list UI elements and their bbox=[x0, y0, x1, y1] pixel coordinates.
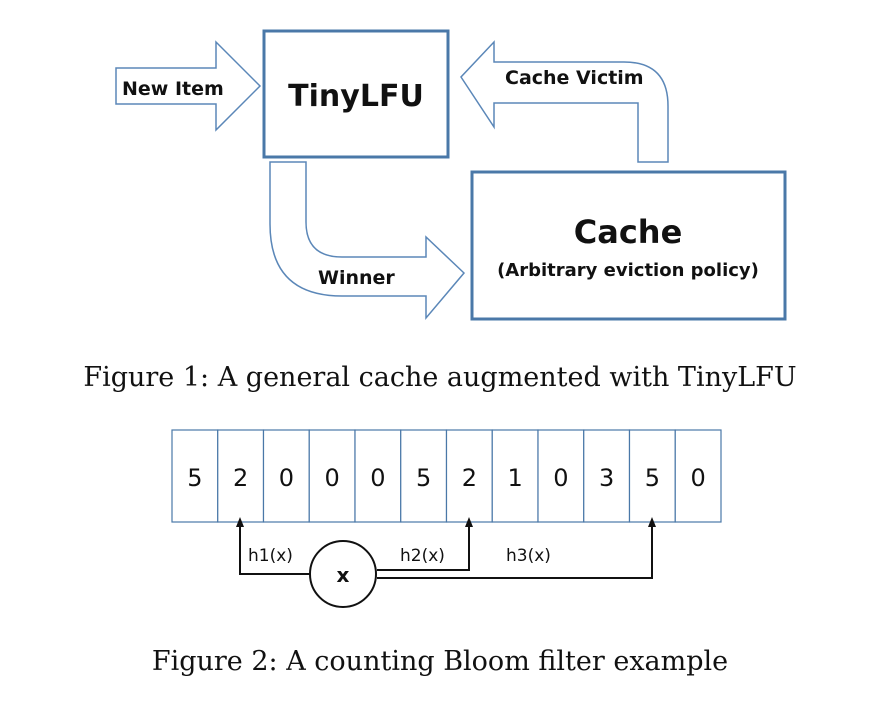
figure2: 5 2 0 0 0 5 2 1 0 3 5 0 x h1(x) h2(x) h3(x) bbox=[171, 429, 722, 608]
counter-value: 0 bbox=[324, 464, 339, 492]
h3-connector bbox=[377, 524, 653, 579]
counter-value: 5 bbox=[187, 464, 202, 492]
new-item-arrow bbox=[115, 40, 262, 132]
counter-cell bbox=[491, 429, 539, 523]
counter-cell bbox=[171, 429, 219, 523]
counter-array: 5 2 0 0 0 5 2 1 0 3 5 0 bbox=[171, 429, 722, 523]
cache-box bbox=[470, 170, 787, 321]
counter-cell bbox=[354, 429, 402, 523]
cache-subtitle: (Arbitrary eviction policy) bbox=[497, 260, 759, 281]
counter-cell bbox=[400, 429, 448, 523]
h1-connector bbox=[239, 524, 311, 575]
item-node bbox=[309, 540, 377, 608]
counter-cell bbox=[583, 429, 631, 523]
counter-value: 1 bbox=[507, 464, 522, 492]
counter-cell bbox=[217, 429, 265, 523]
cache-title: Cache bbox=[574, 213, 683, 251]
counter-cell bbox=[674, 429, 722, 523]
figure2-caption: Figure 2: A counting Bloom filter exampl… bbox=[151, 646, 729, 677]
winner-label: Winner bbox=[318, 267, 395, 289]
h1-arrowhead bbox=[236, 517, 244, 527]
h3-arrowhead bbox=[648, 517, 656, 527]
h2-arrowhead bbox=[465, 517, 473, 527]
winner-arrow bbox=[269, 161, 466, 321]
counter-cell bbox=[308, 429, 356, 523]
counter-value: 0 bbox=[553, 464, 568, 492]
figure1: New Item TinyLFU Cache Victim Cache (Arb… bbox=[115, 29, 787, 321]
cache-victim-arrow bbox=[460, 40, 669, 163]
hash-label-h2: h2(x) bbox=[400, 546, 445, 566]
tinylfu-label: TinyLFU bbox=[288, 79, 424, 114]
hash-label-h1: h1(x) bbox=[248, 546, 293, 566]
counter-value: 2 bbox=[462, 464, 477, 492]
h2-connector bbox=[377, 524, 470, 571]
counter-value: 0 bbox=[370, 464, 385, 492]
tinylfu-box bbox=[262, 29, 450, 159]
counter-value: 5 bbox=[645, 464, 660, 492]
counter-value: 5 bbox=[416, 464, 431, 492]
counter-value: 0 bbox=[690, 464, 705, 492]
counter-value: 0 bbox=[279, 464, 294, 492]
counter-value: 3 bbox=[599, 464, 614, 492]
item-label: x bbox=[337, 563, 350, 587]
new-item-label: New Item bbox=[122, 78, 224, 100]
figure1-caption: Figure 1: A general cache augmented with… bbox=[83, 362, 797, 393]
counter-value: 2 bbox=[233, 464, 248, 492]
hash-label-h3: h3(x) bbox=[506, 546, 551, 566]
counter-cell bbox=[537, 429, 585, 523]
cache-victim-label: Cache Victim bbox=[505, 67, 644, 89]
